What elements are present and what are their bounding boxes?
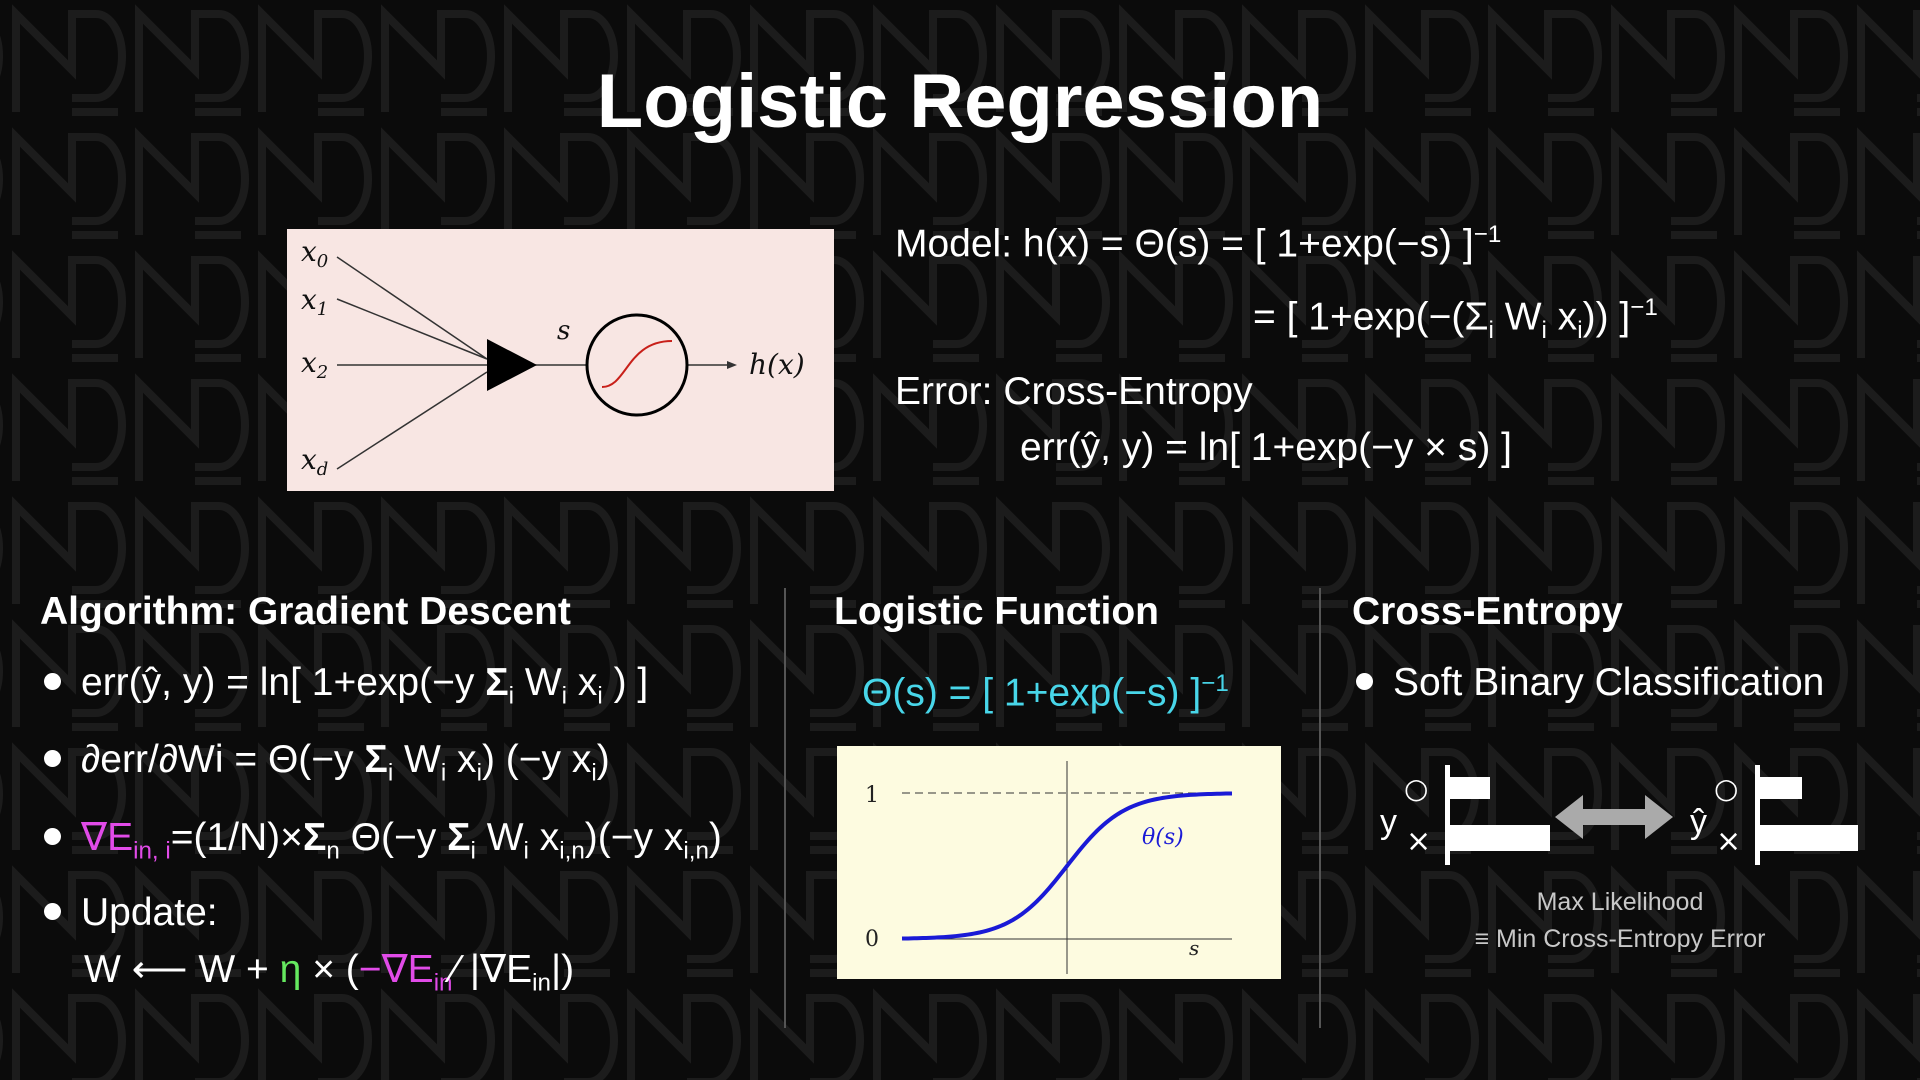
tick-1: 1 (865, 783, 879, 808)
input-xd: xd (301, 443, 328, 480)
sigmoid-curve (901, 791, 1233, 941)
logistic-heading: Logistic Function (834, 590, 1159, 633)
note-line-1: Max Likelihood (1536, 888, 1704, 916)
bar-yhat-circle (1760, 777, 1802, 799)
model-formula: Model: h(x) = Θ(s) = [ 1+exp(−s) ] (895, 222, 1474, 266)
cross-entropy-bullet: Soft Binary Classification (1356, 661, 1824, 705)
cross-mark-right: × (1716, 824, 1741, 859)
model-exponent: −1 (1473, 221, 1502, 248)
sigmoid-plot: θ(s) 1 0 s (837, 746, 1281, 979)
perceptron-diagram: x0 x1 x2 xd s h(x) (287, 229, 834, 491)
bar-y-cross (1450, 825, 1550, 851)
bullet-dot (44, 903, 61, 921)
error-formula: err(ŷ, y) = ln[ 1+exp(−y × s) ] (1020, 426, 1512, 469)
column-divider-right (1319, 588, 1321, 1028)
algorithm-heading: Algorithm: Gradient Descent (40, 590, 571, 633)
circle-mark-left: ○ (1404, 772, 1428, 805)
update-rule: W ⟵ W + η × (−∇Ein∕ |∇Ein|) (84, 948, 575, 997)
bullet-dot (44, 828, 61, 846)
activation-node (585, 313, 689, 417)
input-x1: x1 (301, 283, 328, 320)
bullet-dot (1356, 673, 1373, 691)
distribution-svg: y ○ × ŷ ○ × (1380, 765, 1858, 865)
input-x2: x2 (301, 346, 328, 383)
algorithm-bullet-4: Update: (44, 891, 218, 935)
error-heading: Error: Cross-Entropy (895, 370, 1253, 413)
curve-label: θ(s) (1142, 825, 1184, 850)
cross-entropy-heading: Cross-Entropy (1352, 590, 1623, 633)
double-arrow-icon (1555, 795, 1673, 839)
logistic-formula: Θ(s) = [ 1+exp(−s) ]−1 (862, 670, 1229, 715)
page-title: Logistic Regression (596, 59, 1324, 144)
bullet-dot (44, 673, 61, 691)
algorithm-bullet-2: ∂err/∂Wi = Θ(−y Σi Wi xi) (−y xi) (44, 738, 610, 787)
algorithm-bullet-1: err(ŷ, y) = ln[ 1+exp(−y Σi Wi xi ) ] (44, 661, 648, 710)
model-line1: Model: h(x) = Θ(s) = [ 1+exp(−s) ]−1 (895, 221, 1501, 267)
note-line-2: ≡ Min Cross-Entropy Error (1474, 925, 1766, 953)
input-x0: x0 (301, 235, 328, 272)
bar-yhat-cross (1760, 825, 1858, 851)
output-label: h(x) (749, 348, 805, 381)
bar-y-circle (1450, 777, 1490, 799)
summation-triangle (487, 339, 537, 391)
circle-mark-right: ○ (1714, 772, 1738, 805)
sigmoid-svg: θ(s) 1 0 s (865, 761, 1233, 974)
activation-curve (601, 340, 673, 388)
label-yhat: ŷ (1690, 803, 1707, 841)
label-y: y (1380, 803, 1397, 841)
column-divider-left (784, 588, 786, 1028)
perceptron-svg: x0 x1 x2 xd s h(x) (301, 235, 805, 480)
model-line2: = [ 1+exp(−(Σi Wi xi)) ]−1 (1253, 294, 1658, 344)
axis-s-label: s (1189, 936, 1199, 960)
distribution-comparison: y ○ × ŷ ○ × (1370, 765, 1890, 875)
cross-mark-left: × (1406, 824, 1431, 859)
sum-label: s (557, 316, 570, 346)
tick-0: 0 (865, 927, 879, 952)
algorithm-bullet-3: ∇Ein, i=(1/N)×Σn Θ(−y Σi Wi xi,n)(−y xi,… (44, 815, 722, 865)
bullet-dot (44, 750, 61, 768)
